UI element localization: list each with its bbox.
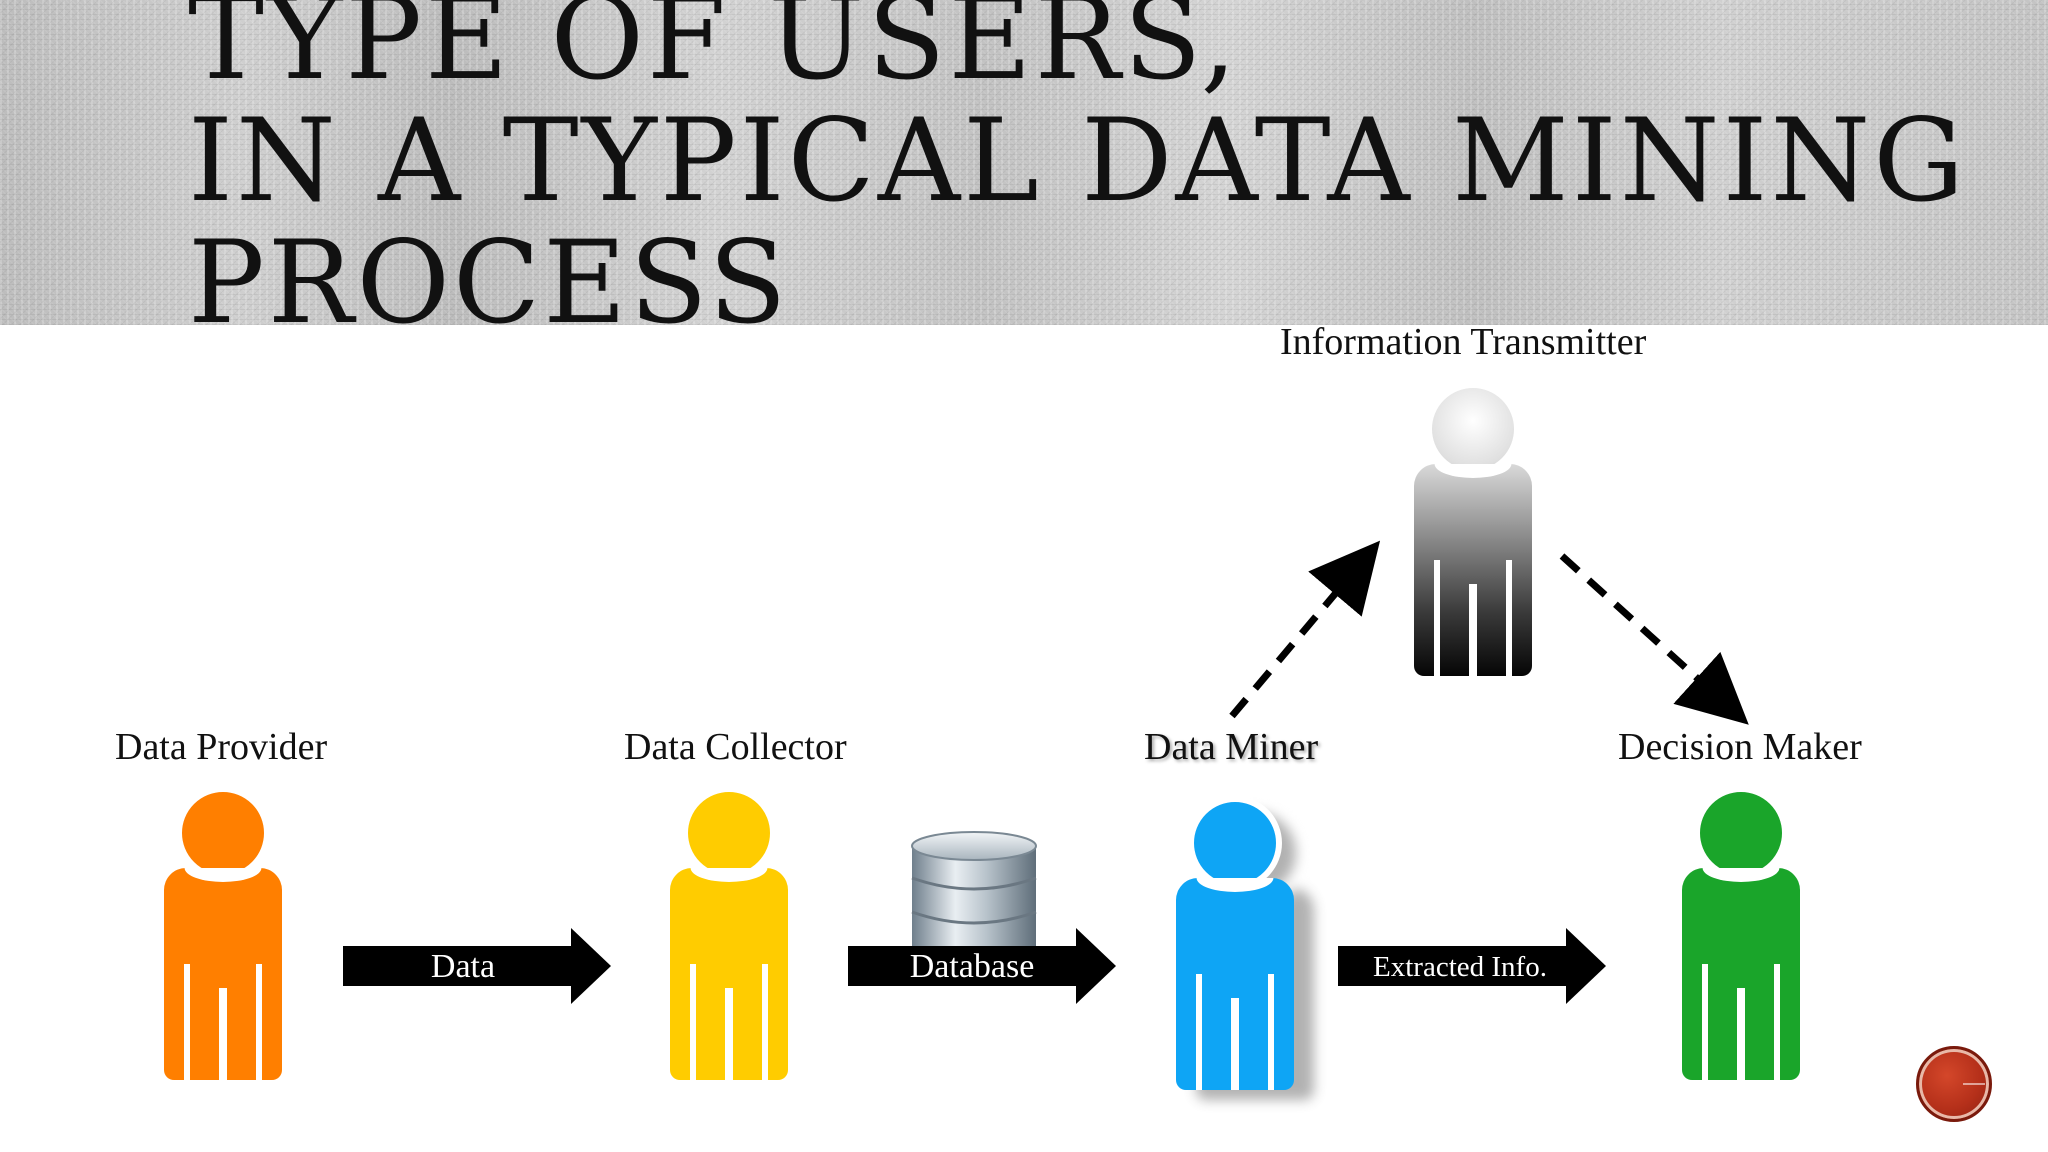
- data-flow-arrow: Data: [343, 928, 611, 1004]
- extracted-info-arrow: Extracted Info.: [1338, 928, 1606, 1004]
- information-transmitter-icon: [1414, 382, 1532, 676]
- slide-title: TYPE OF USERS, IN A TYPICAL DATA MINING …: [188, 0, 1967, 325]
- title-line-2: IN A TYPICAL DATA MINING: [188, 94, 1968, 227]
- data-collector-icon: [670, 786, 788, 1080]
- person-head: [1188, 796, 1282, 890]
- banner-texture: [0, 0, 2048, 325]
- decision-maker-icon: [1682, 786, 1800, 1080]
- title-line-1: TYPE OF USERS,: [188, 0, 1240, 105]
- label-data-provider: Data Provider: [115, 726, 328, 768]
- data-miner-icon: [1176, 796, 1294, 1090]
- person-head: [682, 786, 776, 880]
- database-icon: [911, 831, 1037, 946]
- person-head: [1694, 786, 1788, 880]
- data-provider-icon: [164, 786, 282, 1080]
- arrow-label-database: Database: [909, 948, 1035, 985]
- title-line-3: PROCESS: [188, 216, 790, 326]
- dashed-arrow-to-decision-maker: [1559, 553, 1749, 725]
- label-data-collector: Data Collector: [624, 726, 847, 768]
- database-flow-arrow: Database: [848, 928, 1116, 1004]
- next-slide-button[interactable]: [1916, 1046, 1992, 1122]
- person-head: [1426, 382, 1520, 476]
- arrow-label-data: Data: [430, 948, 496, 985]
- label-information-transmitter: Information Transmitter: [1280, 321, 1647, 363]
- label-decision-maker: Decision Maker: [1618, 726, 1862, 768]
- person-head: [176, 786, 270, 880]
- arrow-label-extracted-info: Extracted Info.: [1373, 951, 1547, 983]
- label-data-miner: Data Miner: [1144, 726, 1319, 768]
- dashed-arrow-to-transmitter: [1229, 540, 1381, 719]
- title-banner: TYPE OF USERS, IN A TYPICAL DATA MINING …: [0, 0, 2048, 325]
